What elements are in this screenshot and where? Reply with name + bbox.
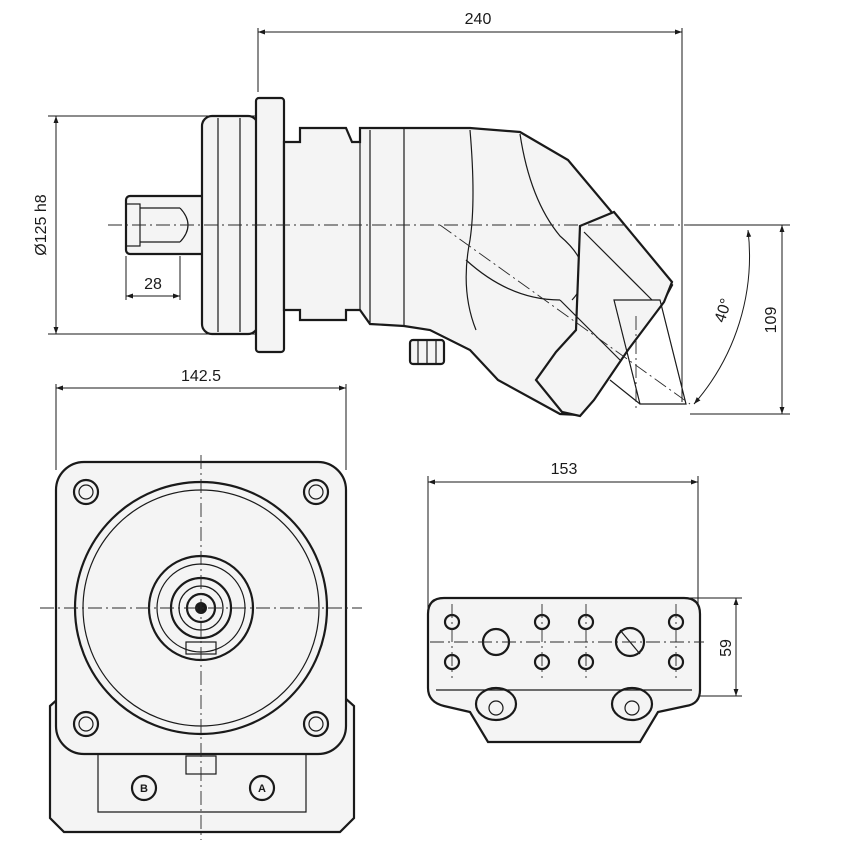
port-b-marker: [130, 774, 158, 802]
lug-right: [610, 686, 654, 722]
port-plate-body: [426, 596, 702, 744]
dimension-shaft-length: 28: [144, 276, 162, 293]
side-view: 240 Ø125 h8 28: [33, 11, 790, 418]
bolt-hole: [302, 710, 330, 738]
dimension-flange-diameter: Ø125 h8: [33, 194, 50, 255]
bolt-hole: [72, 710, 100, 738]
lug-left: [474, 686, 518, 722]
bolt-hole: [72, 478, 100, 506]
bolt-hole: [302, 478, 330, 506]
port-plate-view: 153 59: [426, 461, 742, 744]
dimension-port-plate-width: 153: [551, 461, 578, 478]
port-plate: [534, 210, 674, 418]
front-view: 142.5 B A: [40, 368, 362, 840]
port-a-marker: [248, 774, 276, 802]
dimension-port-plate-height: 59: [718, 639, 735, 657]
port-b-label: B: [140, 783, 148, 795]
dimension-port-offset: 109: [763, 307, 780, 334]
dimension-overall-length: 240: [465, 11, 492, 28]
dimension-tilt-angle: 40°: [712, 296, 736, 324]
dimension-flange-width: 142.5: [181, 368, 221, 385]
port-a-label: A: [258, 783, 266, 795]
